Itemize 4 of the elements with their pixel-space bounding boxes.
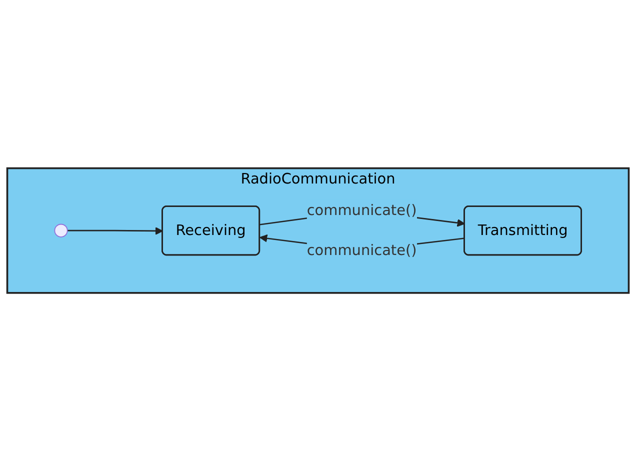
node-circle: [54, 224, 68, 238]
edge-label: communicate(): [306, 202, 417, 219]
arrow: [67, 226, 164, 235]
edge-label: communicate(): [306, 241, 417, 258]
